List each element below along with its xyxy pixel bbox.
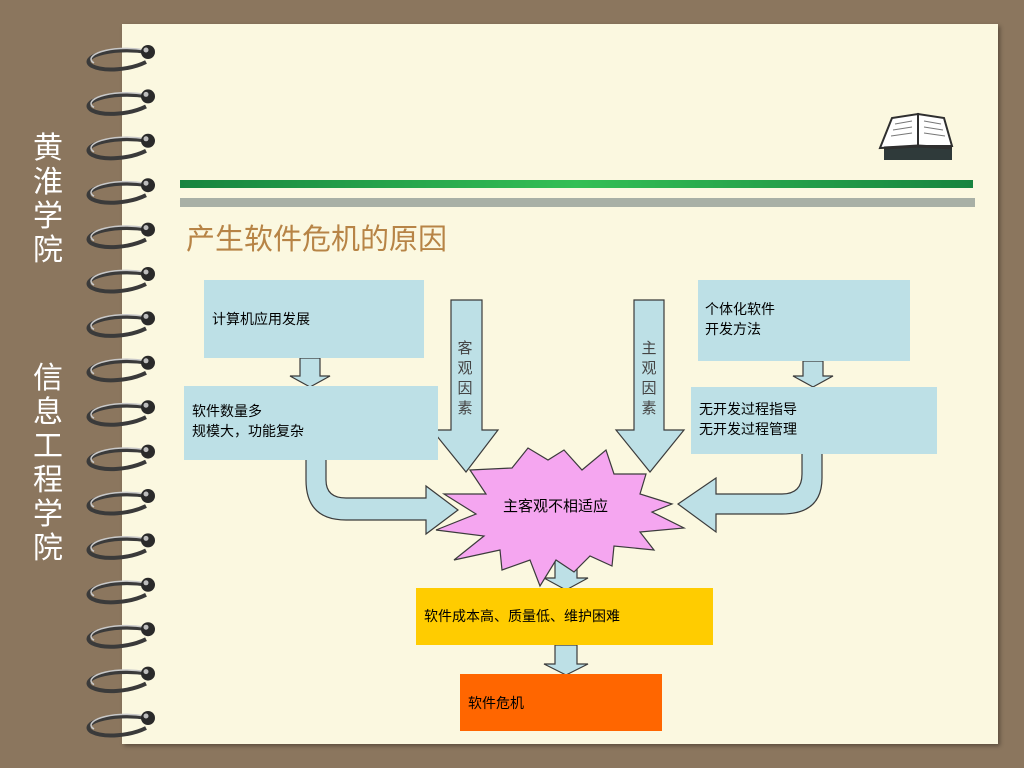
spiral-ring bbox=[86, 533, 155, 560]
box-no-process: 无开发过程指导 无开发过程管理 bbox=[691, 387, 937, 454]
result-cost-box: 软件成本高、质量低、维护困难 bbox=[416, 588, 713, 645]
spiral-ring bbox=[86, 666, 155, 694]
label-subjective-factor: 主观因素 bbox=[639, 338, 659, 418]
slide-title: 产生软件危机的原因 bbox=[186, 222, 448, 256]
factor-char: 素 bbox=[457, 399, 473, 417]
arrow-curve-right bbox=[676, 443, 823, 534]
school-name-bottom: 信息工程学院 bbox=[33, 361, 63, 566]
spiral-ring bbox=[86, 711, 155, 738]
spiral-ring bbox=[86, 355, 155, 383]
header-rule-green bbox=[180, 180, 973, 188]
spiral-ring bbox=[86, 89, 155, 116]
spiral-ring bbox=[86, 45, 155, 72]
center-burst-label: 主客观不相适应 bbox=[503, 497, 609, 515]
spiral-ring bbox=[86, 133, 155, 161]
spiral-ring bbox=[86, 222, 155, 250]
arrow-curve-left bbox=[305, 451, 459, 536]
factor-char: 主 bbox=[641, 339, 657, 357]
arrow-down-left bbox=[289, 357, 331, 388]
arrow-down-result bbox=[543, 644, 589, 676]
factor-char: 素 bbox=[641, 399, 657, 417]
factor-char: 观 bbox=[641, 359, 657, 377]
spiral-ring bbox=[86, 489, 155, 516]
label-objective-factor: 客观因素 bbox=[455, 338, 475, 418]
school-name-top: 黄淮学院 bbox=[33, 131, 63, 268]
arrow-down-right bbox=[792, 360, 834, 388]
spiral-ring bbox=[86, 311, 155, 338]
spiral-ring bbox=[86, 444, 155, 472]
spiral-ring bbox=[86, 400, 155, 427]
factor-char: 客 bbox=[457, 339, 473, 357]
spiral-ring bbox=[86, 577, 155, 605]
spiral-ring bbox=[86, 622, 155, 649]
box-personal-method: 个体化软件 开发方法 bbox=[698, 280, 910, 361]
center-burst bbox=[435, 447, 687, 588]
result-crisis-box: 软件危机 bbox=[460, 674, 662, 731]
spiral-ring bbox=[86, 178, 155, 205]
factor-char: 观 bbox=[457, 359, 473, 377]
box-app-development: 计算机应用发展 bbox=[204, 280, 424, 358]
factor-char: 因 bbox=[457, 379, 473, 397]
box-software-volume: 软件数量多 规模大，功能复杂 bbox=[184, 386, 438, 460]
factor-char: 因 bbox=[641, 379, 657, 397]
arrow-objective bbox=[430, 299, 500, 473]
header-rule-gray bbox=[180, 198, 975, 207]
arrow-subjective bbox=[614, 299, 686, 473]
spiral-ring bbox=[86, 267, 155, 294]
